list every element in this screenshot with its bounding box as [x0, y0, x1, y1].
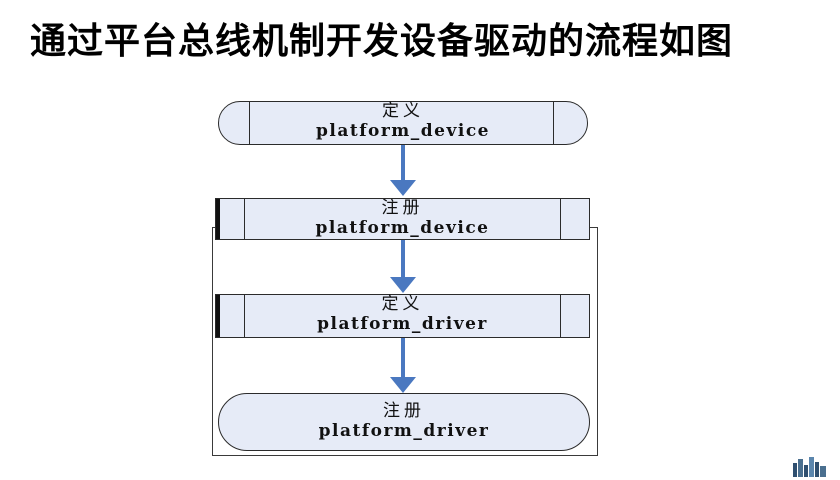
node-label-line2: platform_device — [315, 121, 490, 141]
city-skyline-logo-icon — [793, 457, 826, 477]
node-divider-left — [249, 102, 250, 144]
node-divider-right — [553, 102, 554, 144]
page-title: 通过平台总线机制开发设备驱动的流程如图 — [30, 21, 734, 62]
node-label-line2: platform_driver — [318, 421, 490, 441]
node-label-line1: 注册 — [381, 198, 424, 218]
node-divider-left — [216, 199, 220, 239]
node-label-line1: 注册 — [383, 401, 425, 421]
node-divider-left-inner — [244, 199, 245, 239]
node-define-platform-driver: 定义 platform_driver — [215, 294, 590, 338]
arrow-shaft — [401, 338, 405, 378]
node-label-line1: 定义 — [381, 294, 424, 314]
node-divider-right — [560, 199, 561, 239]
node-divider-left — [216, 295, 220, 337]
arrow-down-icon — [390, 180, 416, 196]
node-label-line1: 定义 — [382, 101, 424, 121]
node-divider-left-inner — [244, 295, 245, 337]
node-label-line2: platform_driver — [317, 314, 488, 334]
arrow-shaft — [401, 240, 405, 278]
arrow-down-icon — [390, 377, 416, 393]
node-label-line2: platform_device — [315, 218, 490, 238]
node-divider-right — [560, 295, 561, 337]
node-register-platform-driver: 注册 platform_driver — [218, 393, 590, 451]
arrow-shaft — [401, 145, 405, 181]
node-register-platform-device: 注册 platform_device — [215, 198, 590, 240]
node-define-platform-device: 定义 platform_device — [218, 101, 588, 145]
arrow-down-icon — [390, 277, 416, 293]
